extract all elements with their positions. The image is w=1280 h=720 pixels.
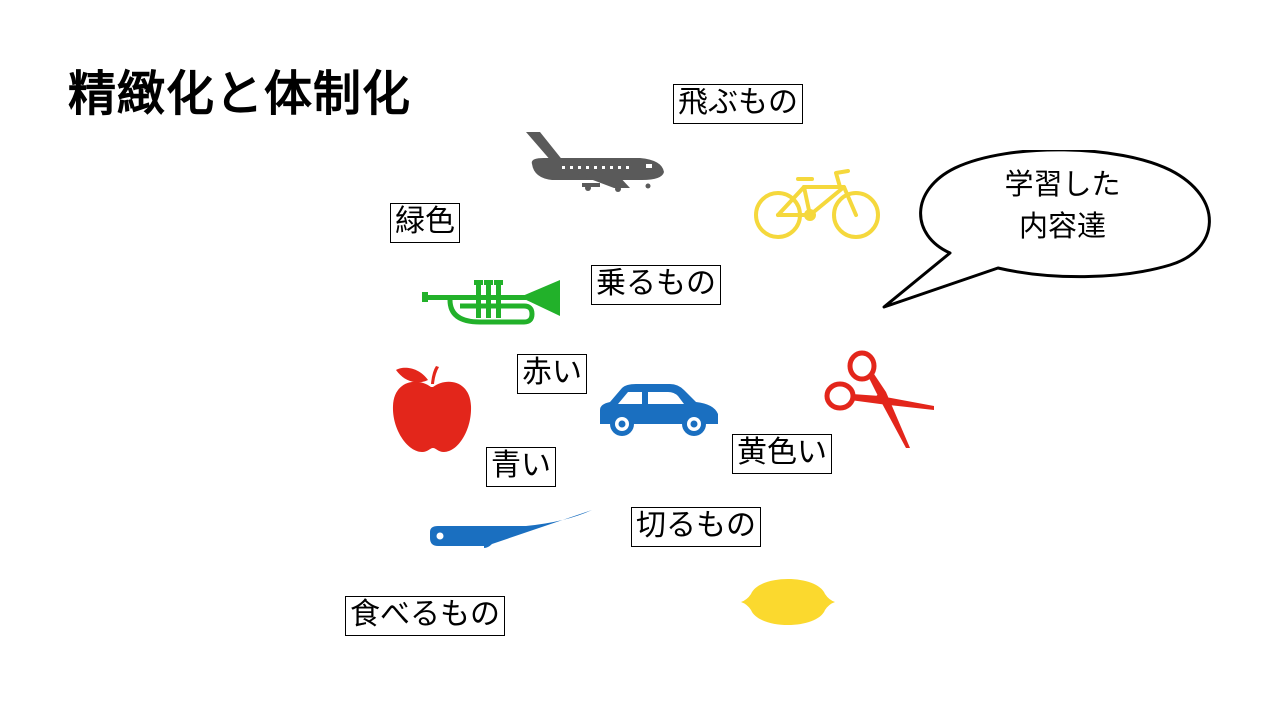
speech-bubble bbox=[882, 150, 1211, 309]
label-red: 赤い bbox=[517, 354, 587, 394]
slide-title: 精緻化と体制化 bbox=[68, 66, 412, 122]
trumpet-icon bbox=[422, 280, 560, 325]
bicycle-icon bbox=[754, 169, 880, 239]
label-cutting: 切るもの bbox=[631, 507, 761, 547]
scissors-icon bbox=[824, 350, 934, 448]
bubble-line-1: 学習した bbox=[1004, 167, 1121, 201]
label-riding: 乗るもの bbox=[591, 265, 721, 305]
label-flying: 飛ぶもの bbox=[673, 84, 803, 124]
airplane-icon bbox=[526, 132, 664, 192]
apple-icon bbox=[392, 366, 472, 452]
label-yellow: 黄色い bbox=[732, 434, 832, 474]
lemon-icon bbox=[741, 579, 835, 625]
bubble-text: 学習した 内容達 bbox=[960, 163, 1165, 247]
label-blue: 青い bbox=[486, 447, 556, 487]
bubble-line-2: 内容達 bbox=[1018, 209, 1106, 243]
label-green: 緑色 bbox=[390, 203, 460, 243]
car-icon bbox=[600, 384, 718, 436]
label-eating: 食べるもの bbox=[345, 596, 505, 636]
knife-icon bbox=[430, 510, 592, 548]
